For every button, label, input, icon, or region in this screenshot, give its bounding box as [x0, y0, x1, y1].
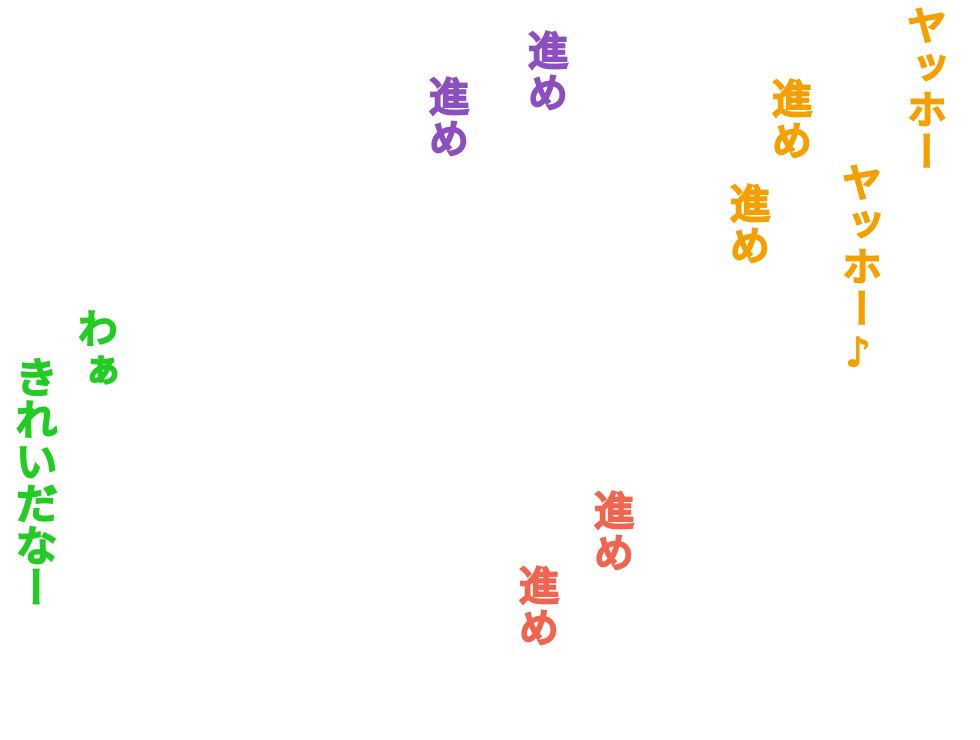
yahoo-text-1: ヤッホー — [899, 4, 947, 174]
susume-coral-1: 進め — [586, 489, 634, 575]
waa-text: わぁ — [70, 307, 118, 393]
susume-orange-2: 進め — [722, 182, 770, 268]
yahoo-text-2: ヤッホー♪ — [834, 161, 882, 379]
susume-purple-2: 進め — [421, 75, 469, 161]
susume-purple-1: 進め — [520, 29, 568, 115]
susume-coral-2: 進め — [511, 564, 559, 650]
kirei-text: きれいだなー — [8, 355, 59, 609]
susume-orange-1: 進め — [764, 77, 812, 163]
